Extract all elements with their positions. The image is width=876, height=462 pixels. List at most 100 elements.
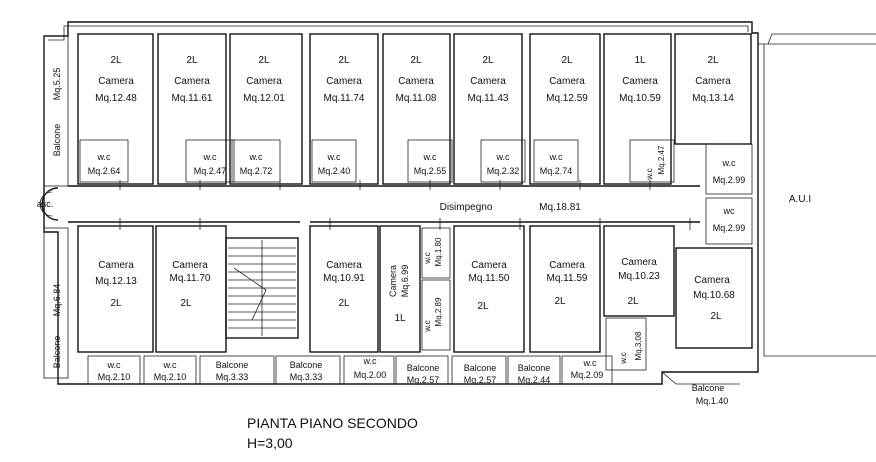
top-wc-6-name: w.c xyxy=(495,152,510,162)
bottom-wc-1-area: Mq.1.80 xyxy=(434,237,443,266)
top-room-2-beds: 2L xyxy=(186,55,198,66)
bottom-room-1-name: Camera xyxy=(98,260,134,271)
bottom-wc-2-area: Mq.2.89 xyxy=(434,297,443,326)
bottom-room-5-area: Mq.11.50 xyxy=(469,273,510,284)
top-room-2-name: Camera xyxy=(174,76,210,87)
top-wc-5-name: w.c xyxy=(422,152,437,162)
bottom-strip-8-name: Balcone xyxy=(518,363,551,373)
top-room-3-area: Mq.12.01 xyxy=(243,93,285,104)
top-wc-7-name: w.c xyxy=(548,152,563,162)
bottom-strip-6-name: Balcone xyxy=(407,363,440,373)
top-wc-1-area: Mq.2.64 xyxy=(88,166,121,176)
bottom-room-3-name: Camera xyxy=(326,260,362,271)
bottom-room-1-beds: 2L xyxy=(110,298,122,309)
top-room-2-area: Mq.11.61 xyxy=(172,93,213,104)
top-wc-1-name: w.c xyxy=(96,152,111,162)
top-room-1-name: Camera xyxy=(98,76,134,87)
top-room-walls xyxy=(77,33,752,185)
top-room-5-beds: 2L xyxy=(410,55,422,66)
top-room-3-beds: 2L xyxy=(258,55,270,66)
bottom-room-2-area: Mq.11.70 xyxy=(170,273,211,284)
top-room-7-area: Mq.12.59 xyxy=(546,93,588,104)
top-room-4-beds: 2L xyxy=(338,55,350,66)
corridor-walls xyxy=(68,185,700,223)
balcone-left-bottom-outline xyxy=(43,227,69,379)
bottom-room-1-area: Mq.12.13 xyxy=(95,276,137,287)
bottom-wc-1-name: w.c xyxy=(423,252,432,265)
side-balcone-2-name: Balcone xyxy=(52,336,62,369)
side-balcone-2-area: Mq.6.84 xyxy=(52,284,62,317)
top-wc-3-area: Mq.2.72 xyxy=(240,166,273,176)
bottom-room-8-area: Mq.10.68 xyxy=(693,290,735,301)
corner-balcone-name: Balcone xyxy=(692,383,725,393)
bottom-room-walls xyxy=(77,225,753,371)
bottom-room-5-beds: 2L xyxy=(477,301,489,312)
top-wc-4-area: Mq.2.40 xyxy=(318,166,351,176)
aui-boundary-top xyxy=(767,33,876,45)
bottom-room-8-beds: 2L xyxy=(710,311,722,322)
top-wc-6-area: Mq.2.32 xyxy=(487,166,520,176)
bottom-strip-5-area: Mq.2.00 xyxy=(354,370,387,380)
bottom-strip-6-area: Mq.2.57 xyxy=(407,375,440,385)
top-room-5-name: Camera xyxy=(398,76,434,87)
top-wc-4-name: w.c xyxy=(326,152,341,162)
top-room-7-beds: 2L xyxy=(561,55,573,66)
lift-shaft xyxy=(41,187,59,221)
top-room-1-beds: 2L xyxy=(110,55,122,66)
bottom-wc-3-area: Mq.3.08 xyxy=(634,331,643,360)
top-wc-7-area: Mq.2.74 xyxy=(540,166,573,176)
bottom-room-6-beds: 2L xyxy=(554,296,566,307)
bottom-room-2-name: Camera xyxy=(172,260,208,271)
bottom-strip-2-area: Mq.2.10 xyxy=(154,372,187,382)
bottom-room-7-beds: 2L xyxy=(627,296,639,307)
side-balcone-1-area: Mq.5.25 xyxy=(52,68,62,101)
outer-wall-inner xyxy=(48,25,749,41)
top-room-4-area: Mq.11.74 xyxy=(324,93,365,104)
bottom-strip-5-name: w.c xyxy=(362,356,377,366)
bottom-room-5-name: Camera xyxy=(471,260,507,271)
top-wc-2-name: w.c xyxy=(202,152,217,162)
bottom-strip-9-name: w.c xyxy=(582,358,597,368)
bottom-wc-3-name: w.c xyxy=(619,352,628,365)
top-room-6-name: Camera xyxy=(470,76,506,87)
top-wc-8-name: w.c xyxy=(645,168,654,181)
bottom-wc-2-name: w.c xyxy=(423,320,432,333)
bottom-room-8-name: Camera xyxy=(694,275,730,286)
bottom-strip-4-name: Balcone xyxy=(290,360,323,370)
top-wc-2-area: Mq.2.47 xyxy=(194,166,227,176)
bottom-strip-4-area: Mq.3.33 xyxy=(290,372,323,382)
top-wc-10-area: Mq.2.99 xyxy=(713,223,746,233)
bottom-strip-9-area: Mq.2.09 xyxy=(571,370,604,380)
bottom-room-6-area: Mq.11.59 xyxy=(547,273,588,284)
bottom-room-3-beds: 2L xyxy=(338,298,350,309)
top-wc-3-name: w.c xyxy=(248,152,263,162)
bottom-room-4-beds: 1L xyxy=(394,313,406,324)
bottom-room-6-name: Camera xyxy=(549,260,585,271)
top-wc-walls xyxy=(79,139,753,245)
corner-balcone-area: Mq.1.40 xyxy=(696,396,729,406)
outer-wall xyxy=(43,21,759,385)
top-wc-5-area: Mq.2.55 xyxy=(414,166,447,176)
top-room-8-beds: 1L xyxy=(634,55,646,66)
bottom-room-2-beds: 2L xyxy=(180,298,192,309)
bottom-strip-8-area: Mq.2.44 xyxy=(518,375,551,385)
top-wc-9-name: w.c xyxy=(721,158,736,168)
balcone-left-top-outline xyxy=(43,35,69,187)
top-room-3-name: Camera xyxy=(246,76,282,87)
top-room-8-area: Mq.10.59 xyxy=(619,93,661,104)
top-room-6-area: Mq.11.43 xyxy=(468,93,509,104)
bottom-strip-2-name: w.c xyxy=(162,360,177,370)
top-room-4-name: Camera xyxy=(326,76,362,87)
bottom-strip-7-name: Balcone xyxy=(464,363,497,373)
plan-height: H=3,00 xyxy=(247,435,293,451)
staircase xyxy=(225,237,299,339)
aui-boundary xyxy=(758,43,876,357)
bottom-strip-3-area: Mq.3.33 xyxy=(216,372,249,382)
bottom-strip-3-name: Balcone xyxy=(216,360,249,370)
bottom-strip-1-name: w.c xyxy=(106,360,121,370)
aui-label: A.U.I xyxy=(789,194,811,205)
bottom-room-3-area: Mq.10.91 xyxy=(323,273,365,284)
top-room-9-area: Mq.13.14 xyxy=(692,93,734,104)
